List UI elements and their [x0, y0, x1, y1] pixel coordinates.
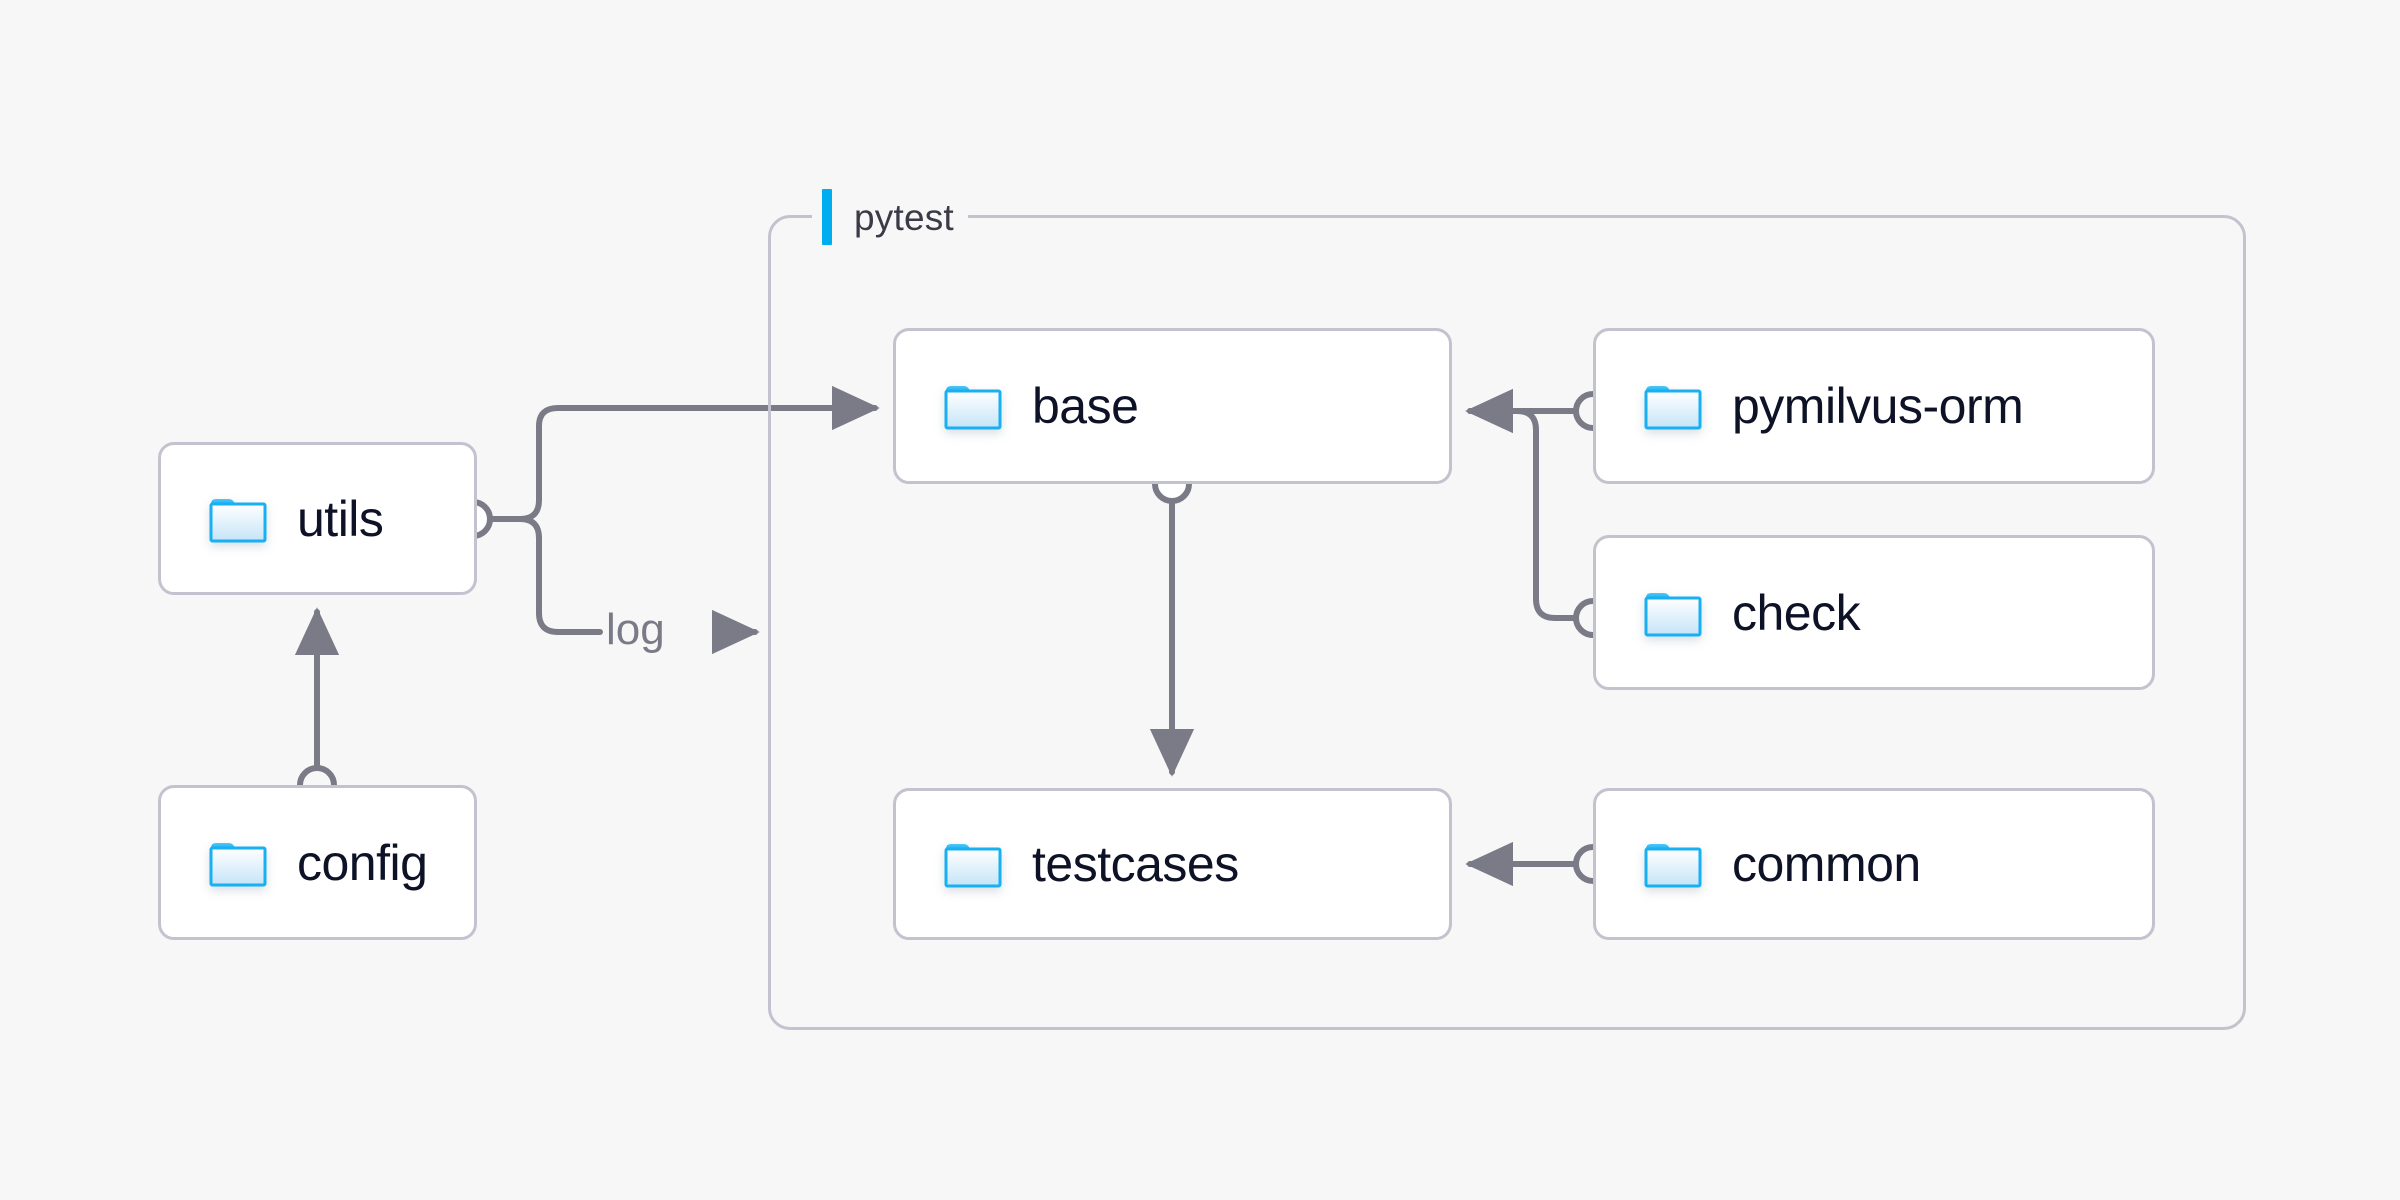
node-check[interactable]: check	[1593, 535, 2155, 690]
folder-icon	[1644, 588, 1702, 638]
node-label: base	[1032, 378, 1139, 434]
node-config[interactable]: config	[158, 785, 477, 940]
folder-icon	[209, 838, 267, 888]
node-label: config	[297, 834, 428, 891]
node-label: common	[1732, 836, 1921, 892]
folder-icon	[209, 494, 267, 544]
node-common[interactable]: common	[1593, 788, 2155, 940]
node-label: check	[1732, 584, 1861, 641]
node-label: pymilvus-orm	[1732, 378, 2024, 434]
folder-icon	[944, 381, 1002, 431]
node-pymilvus-orm[interactable]: pymilvus-orm	[1593, 328, 2155, 484]
folder-icon	[944, 839, 1002, 889]
node-testcases[interactable]: testcases	[893, 788, 1452, 940]
node-label: utils	[297, 490, 384, 547]
pytest-group-label: pytest	[812, 185, 968, 249]
edge-label-log: log	[606, 605, 665, 654]
node-label: testcases	[1032, 836, 1239, 892]
pytest-group-frame[interactable]	[768, 215, 2246, 1030]
edge-utils-to-log	[517, 516, 603, 635]
folder-icon	[1644, 381, 1702, 431]
folder-icon	[1644, 839, 1702, 889]
node-base[interactable]: base	[893, 328, 1452, 484]
group-title: pytest	[854, 196, 954, 238]
node-utils[interactable]: utils	[158, 442, 477, 595]
accent-bar-icon	[822, 189, 832, 245]
